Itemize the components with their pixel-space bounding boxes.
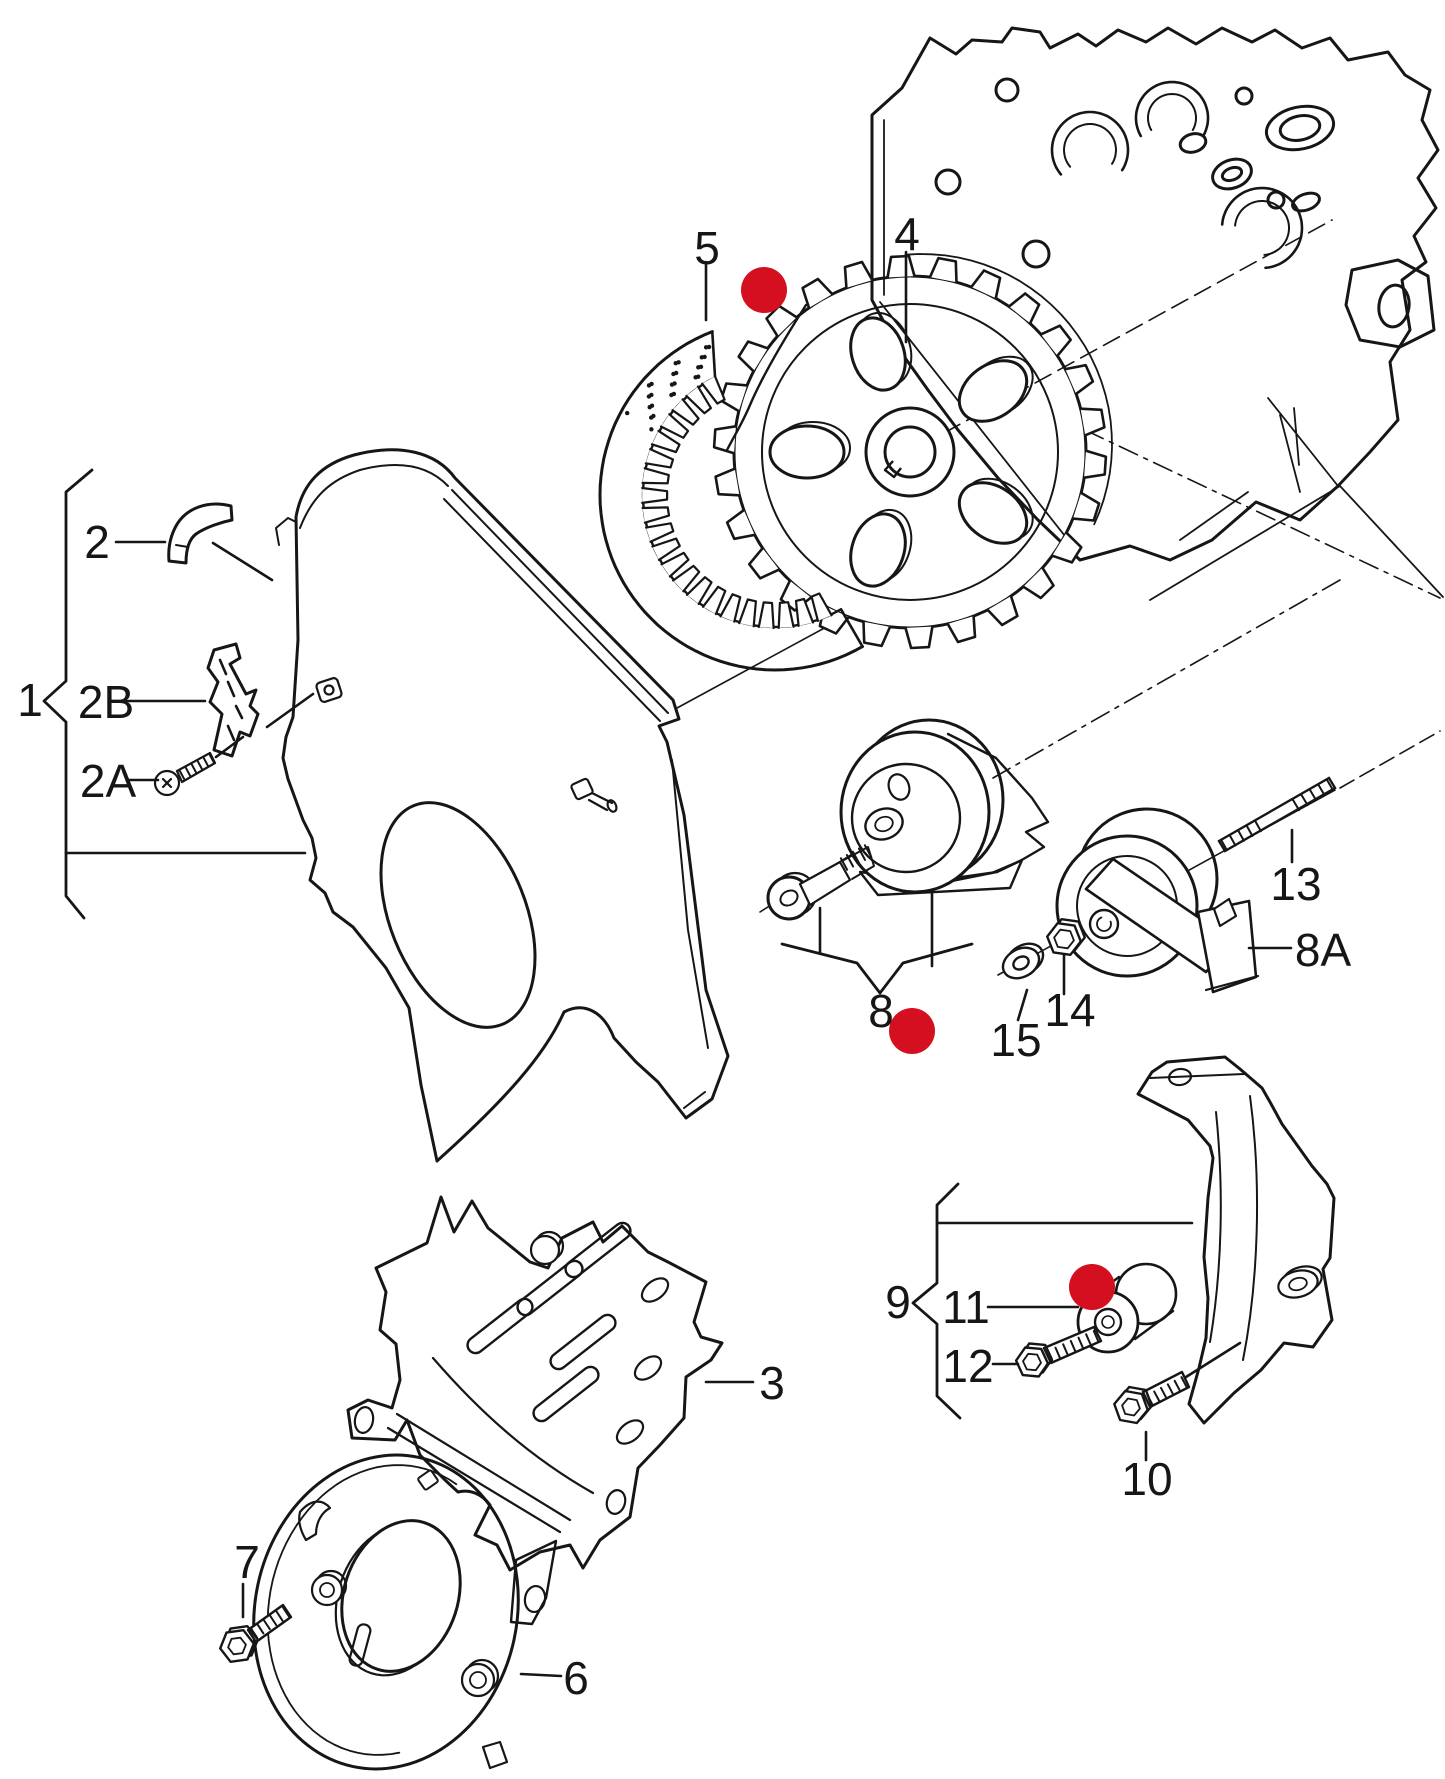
leader-line-21 (214, 735, 245, 759)
belt-end-curl (725, 303, 808, 452)
part-label-8A: 8A (1295, 924, 1352, 976)
part-label-9: 9 (885, 1276, 911, 1328)
group-bracket-1 (42, 468, 94, 920)
red-marker-2 (889, 1008, 935, 1054)
sprocket-keyway (883, 460, 902, 479)
backing-plate-drawing (218, 1453, 558, 1771)
camshaft-axis-line (943, 219, 1333, 434)
washer-and-nut-drawing (1001, 918, 1087, 980)
part-label-2A: 2A (80, 755, 137, 807)
sprocket-back-rim (904, 253, 1113, 526)
part-label-13: 13 (1270, 858, 1321, 910)
part-label-1: 1 (17, 674, 43, 726)
belt-cover-clip-drawing (167, 502, 234, 565)
leader-line-19 (211, 541, 274, 582)
sprocket-bore (883, 425, 937, 479)
part-label-5: 5 (694, 222, 720, 274)
washer-drawing (1001, 946, 1041, 980)
part-label-15: 15 (990, 1014, 1041, 1066)
part-label-12: 12 (942, 1340, 993, 1392)
cover-screw-drawing (153, 751, 217, 797)
stud-drawing (1217, 776, 1337, 853)
block-lug (1344, 258, 1436, 349)
part-label-10: 10 (1121, 1453, 1172, 1505)
red-marker-3 (1069, 1264, 1115, 1310)
part-label-2B: 2B (78, 676, 134, 728)
block-ring-boss (1264, 104, 1336, 152)
lower-cover-slots (466, 1221, 632, 1423)
leader-line-20 (265, 692, 315, 729)
tensioner-bolt-drawing (766, 844, 875, 921)
leader-line-18 (519, 1672, 563, 1678)
part-label-2: 2 (84, 516, 110, 568)
timing-belt-drawing (598, 303, 864, 672)
camshaft-sprocket-drawing (712, 253, 1113, 650)
part-label-14: 14 (1044, 984, 1095, 1036)
leader-line-10 (1016, 988, 1029, 1022)
support-bracket-drawing (1014, 1055, 1336, 1425)
construction-lines (676, 219, 1441, 976)
sprocket-holes (768, 311, 1034, 588)
leader-line-22 (1184, 1341, 1242, 1379)
group-bracket-9 (911, 1182, 962, 1420)
leader-lines (64, 250, 1294, 1678)
part-label-7: 7 (234, 1536, 260, 1588)
part-label-8: 8 (868, 985, 894, 1037)
engine-block-drawing (870, 26, 1444, 601)
cover-clip-nut (315, 677, 343, 703)
bolt-12-drawing (1014, 1325, 1103, 1378)
red-marker-1 (741, 267, 787, 313)
part-label-11: 11 (942, 1281, 990, 1333)
backing-plate-wing (509, 1539, 558, 1626)
retainer-bracket-drawing (206, 642, 260, 758)
bolt-10-drawing (1113, 1370, 1191, 1425)
group-brackets (42, 468, 974, 1420)
part-label-3: 3 (759, 1357, 785, 1409)
part-label-4: 4 (894, 208, 920, 260)
tensioner-drawing (766, 718, 1050, 921)
lower-cover-drawing (346, 1195, 724, 1572)
cover-mount-boss (570, 777, 618, 813)
red-markers (741, 267, 1115, 1310)
upper-cover-drawing (153, 448, 730, 1163)
idler-pulley-drawing (1055, 807, 1260, 994)
lower-cover-pads (615, 1277, 670, 1445)
nut-drawing (1045, 918, 1087, 956)
sprocket-teeth (712, 254, 1108, 650)
group-bracket-8 (780, 942, 974, 995)
tensioner-axis-line (992, 579, 1341, 779)
bolt-7-drawing (218, 1603, 293, 1664)
cover-oval-opening (379, 801, 537, 1029)
part-label-6: 6 (563, 1652, 589, 1704)
